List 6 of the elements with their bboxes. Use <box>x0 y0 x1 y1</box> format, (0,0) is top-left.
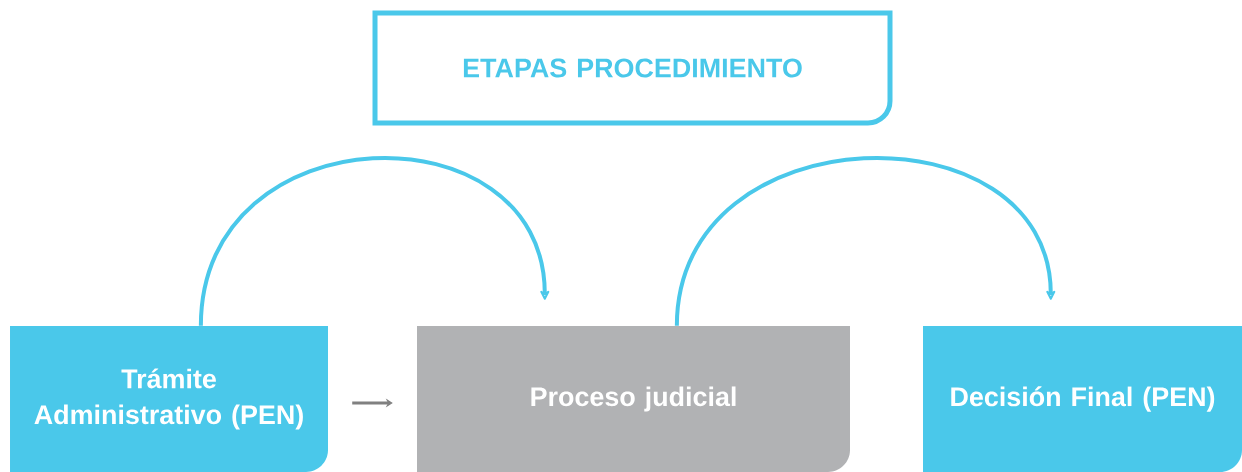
curved-arrow <box>674 156 1056 327</box>
process-box: Trámite Administrativo (PEN) <box>10 326 328 472</box>
process-box: Decisión Final (PEN) <box>923 326 1242 472</box>
process-box: Proceso judicial <box>417 326 850 472</box>
title-box: ETAPAS PROCEDIMIENTO <box>372 10 893 126</box>
curved-arrow <box>198 156 550 327</box>
